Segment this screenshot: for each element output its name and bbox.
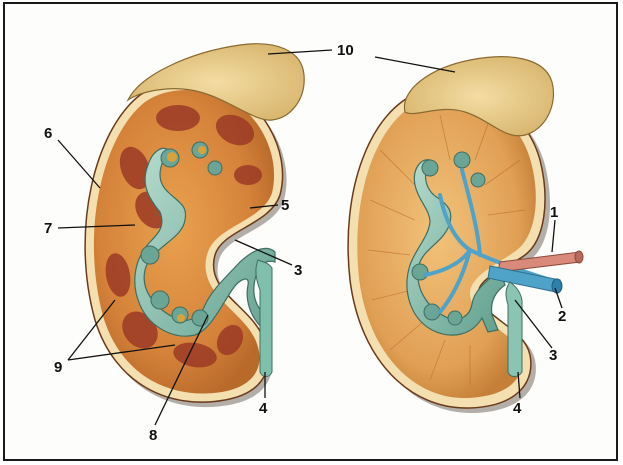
left-kidney: [85, 82, 286, 408]
label-6: 6: [44, 125, 52, 142]
label-1: 1: [550, 204, 558, 221]
label-4-left: 4: [259, 400, 268, 417]
label-2: 2: [558, 308, 566, 325]
label-4-right: 4: [513, 400, 522, 417]
renal-artery-end: [575, 251, 583, 263]
label-5: 5: [281, 197, 289, 214]
label-9: 9: [54, 359, 62, 376]
label-8: 8: [149, 427, 157, 444]
label-10: 10: [337, 42, 354, 59]
renal-vein-end: [552, 279, 562, 293]
label-3-right: 3: [549, 347, 557, 364]
right-kidney: [348, 88, 583, 413]
label-7: 7: [44, 220, 52, 237]
right-ureter: [506, 282, 522, 377]
label-3-left: 3: [294, 262, 302, 279]
